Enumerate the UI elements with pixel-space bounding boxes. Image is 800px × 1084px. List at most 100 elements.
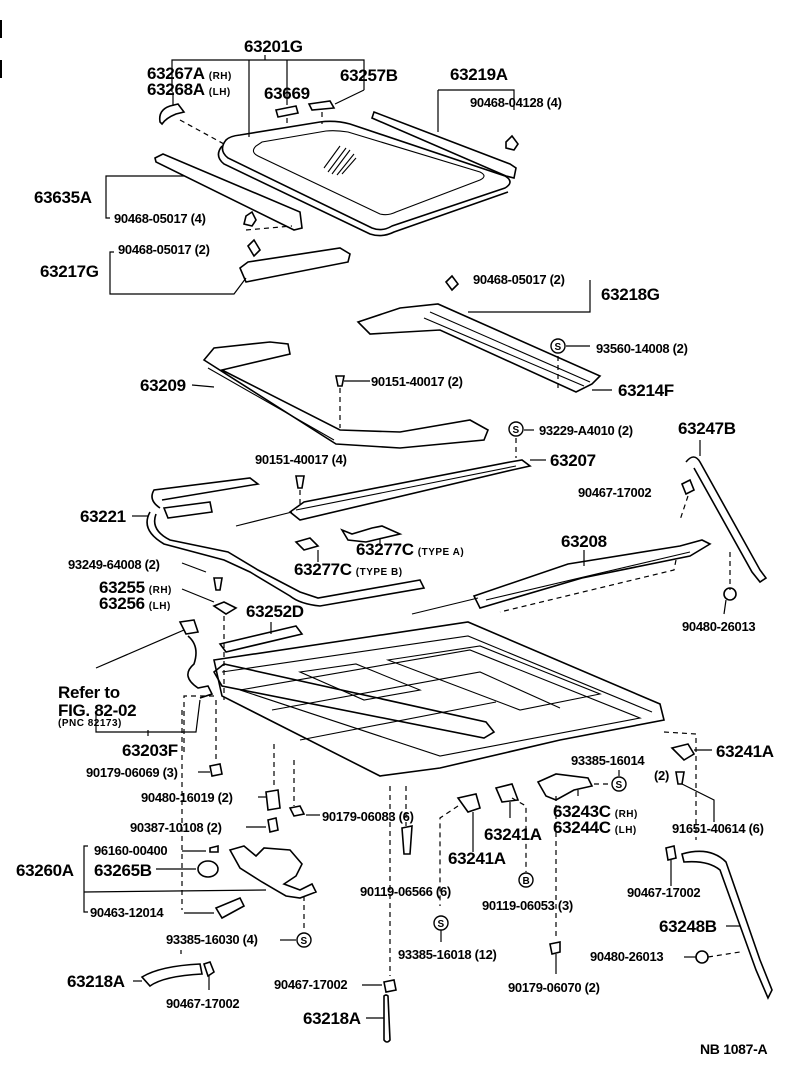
label-63218G[interactable]: 63218G bbox=[601, 285, 660, 304]
label-63219A[interactable]: 63219A bbox=[450, 65, 508, 84]
label-63207[interactable]: 63207 bbox=[550, 451, 596, 470]
label-63257B[interactable]: 63257B bbox=[340, 66, 398, 85]
svg-text:S: S bbox=[513, 425, 520, 436]
label-63267A[interactable]: 63267A(RH) bbox=[147, 64, 232, 83]
corner-piece-part bbox=[158, 103, 186, 126]
label-90480-16019[interactable]: 90480-16019 (2) bbox=[141, 790, 233, 805]
label-90463-12014[interactable]: 90463-12014 bbox=[90, 905, 164, 920]
label-90468-05017-4[interactable]: 90468-05017 (4) bbox=[114, 211, 206, 226]
pad-63669 bbox=[274, 105, 300, 118]
refer-fig-label[interactable]: FIG. 82-02 bbox=[58, 701, 137, 720]
bracket-63255 bbox=[212, 601, 238, 615]
rail-63207 bbox=[288, 459, 532, 521]
refer-to-label[interactable]: Refer to bbox=[58, 683, 120, 702]
label-90467-17002-c[interactable]: 90467-17002 bbox=[166, 996, 240, 1011]
label-90179-06083[interactable]: 90179-06083 (6) bbox=[322, 809, 414, 824]
label-93385-16018[interactable]: 93385-16018 (12) bbox=[398, 947, 497, 962]
symbol-s-icon bbox=[296, 932, 312, 948]
refer-pnc-label: (PNC 82173) bbox=[58, 718, 122, 729]
figure-code: NB 1087-A bbox=[700, 1041, 768, 1057]
hook-90463 bbox=[214, 896, 246, 920]
label-93385-16030[interactable]: 93385-16030 (4) bbox=[166, 932, 258, 947]
gear-63265B bbox=[197, 860, 219, 878]
label-90480-26013-b[interactable]: 90480-26013 bbox=[590, 949, 664, 964]
label-93229-A4010[interactable]: 93229-A4010 (2) bbox=[539, 423, 633, 438]
guide-63217G bbox=[239, 247, 351, 283]
label-90151-40017-4[interactable]: 90151-40017 (4) bbox=[255, 452, 347, 467]
clip-icon bbox=[505, 134, 519, 151]
label-63203F[interactable]: 63203F bbox=[122, 741, 178, 760]
clip-icon bbox=[665, 845, 677, 861]
label-63218A-a[interactable]: 63218A bbox=[67, 972, 125, 991]
bolt-icon bbox=[401, 825, 413, 855]
svg-text:S: S bbox=[555, 342, 562, 353]
label-90467-17002-b[interactable]: 90467-17002 bbox=[627, 885, 701, 900]
label-63265B[interactable]: 63265B bbox=[94, 861, 152, 880]
label-63255[interactable]: 63255(RH) bbox=[99, 578, 172, 597]
label-90119-06566[interactable]: 90119-06566 (6) bbox=[360, 884, 451, 899]
label-90119-06053[interactable]: 90119-06053 (3) bbox=[482, 898, 573, 913]
hose-63218A bbox=[383, 994, 391, 1043]
bracket-63241A bbox=[456, 793, 481, 813]
label-90179-06070[interactable]: 90179-06070 (2) bbox=[508, 980, 600, 995]
label-63243C[interactable]: 63243C(RH) bbox=[553, 802, 638, 821]
label-63244C[interactable]: 63244C(LH) bbox=[553, 818, 637, 837]
bracket-63241A bbox=[670, 743, 696, 762]
label-63209[interactable]: 63209 bbox=[140, 376, 186, 395]
label-90151-40017-2[interactable]: 90151-40017 (2) bbox=[371, 374, 463, 389]
label-63217G[interactable]: 63217G bbox=[40, 262, 99, 281]
label-63252D[interactable]: 63252D bbox=[246, 602, 304, 621]
label-63208[interactable]: 63208 bbox=[561, 532, 607, 551]
rail-63218G bbox=[356, 303, 602, 393]
pin-icon bbox=[267, 817, 279, 833]
label-90387-10108[interactable]: 90387-10108 (2) bbox=[130, 820, 222, 835]
label-63241A-b[interactable]: 63241A bbox=[484, 825, 542, 844]
label-90467-17002-d[interactable]: 90467-17002 bbox=[274, 977, 348, 992]
label-90468-04128[interactable]: 90468-04128 (4) bbox=[470, 95, 562, 110]
label-91651-40614[interactable]: 91651-40614 (6) bbox=[672, 821, 764, 836]
label-63201G[interactable]: 63201G bbox=[244, 37, 303, 56]
symbol-s-icon bbox=[611, 776, 627, 792]
label-93385-16014[interactable]: 93385-16014 bbox=[571, 753, 645, 768]
label-63277C-type-a[interactable]: 63277C(TYPE A) bbox=[356, 540, 465, 559]
clip-icon bbox=[243, 210, 257, 227]
label-90468-05017-2a[interactable]: 90468-05017 (2) bbox=[118, 242, 210, 257]
label-63268A[interactable]: 63268A(LH) bbox=[147, 80, 231, 99]
clip-icon bbox=[202, 961, 215, 978]
label-96160-00400[interactable]: 96160-00400 bbox=[94, 843, 168, 858]
label-63248B[interactable]: 63248B bbox=[659, 917, 717, 936]
svg-text:B: B bbox=[523, 876, 530, 887]
clip-icon bbox=[246, 238, 262, 258]
svg-text:S: S bbox=[438, 919, 445, 930]
washer-icon bbox=[209, 844, 219, 853]
bolt-icon bbox=[675, 771, 685, 785]
svg-text:S: S bbox=[301, 936, 308, 947]
bracket-63241A bbox=[494, 783, 520, 803]
screw-icon bbox=[295, 475, 305, 489]
label-90468-05017-2b[interactable]: 90468-05017 (2) bbox=[473, 272, 565, 287]
label-63277C-type-b[interactable]: 63277C(TYPE B) bbox=[294, 560, 403, 579]
label-63241A-c[interactable]: 63241A bbox=[448, 849, 506, 868]
cable-drive-63221 bbox=[162, 501, 213, 519]
label-63218A-b[interactable]: 63218A bbox=[303, 1009, 361, 1028]
pad-63257B bbox=[307, 100, 336, 111]
label-93560-14008[interactable]: 93560-14008 (2) bbox=[596, 341, 688, 356]
hose-63218A bbox=[140, 963, 203, 988]
label-63260A[interactable]: 63260A bbox=[16, 861, 74, 880]
label-63635A[interactable]: 63635A bbox=[34, 188, 92, 207]
label-63256[interactable]: 63256(LH) bbox=[99, 594, 171, 613]
grommet-icon bbox=[695, 950, 709, 964]
label-63241A-a[interactable]: 63241A bbox=[716, 742, 774, 761]
label-90480-26013-a[interactable]: 90480-26013 bbox=[682, 619, 756, 634]
label-63214F[interactable]: 63214F bbox=[618, 381, 674, 400]
grommet-icon bbox=[723, 587, 737, 601]
label-63247B[interactable]: 63247B bbox=[678, 419, 736, 438]
label-90467-17002-a[interactable]: 90467-17002 bbox=[578, 485, 652, 500]
label-90179-06069[interactable]: 90179-06069 (3) bbox=[86, 765, 178, 780]
label-63669[interactable]: 63669 bbox=[264, 84, 310, 103]
screw-icon bbox=[335, 375, 345, 387]
svg-text:S: S bbox=[616, 780, 623, 791]
label-63221[interactable]: 63221 bbox=[80, 507, 126, 526]
label-93249-64008[interactable]: 93249-64008 (2) bbox=[68, 557, 160, 572]
